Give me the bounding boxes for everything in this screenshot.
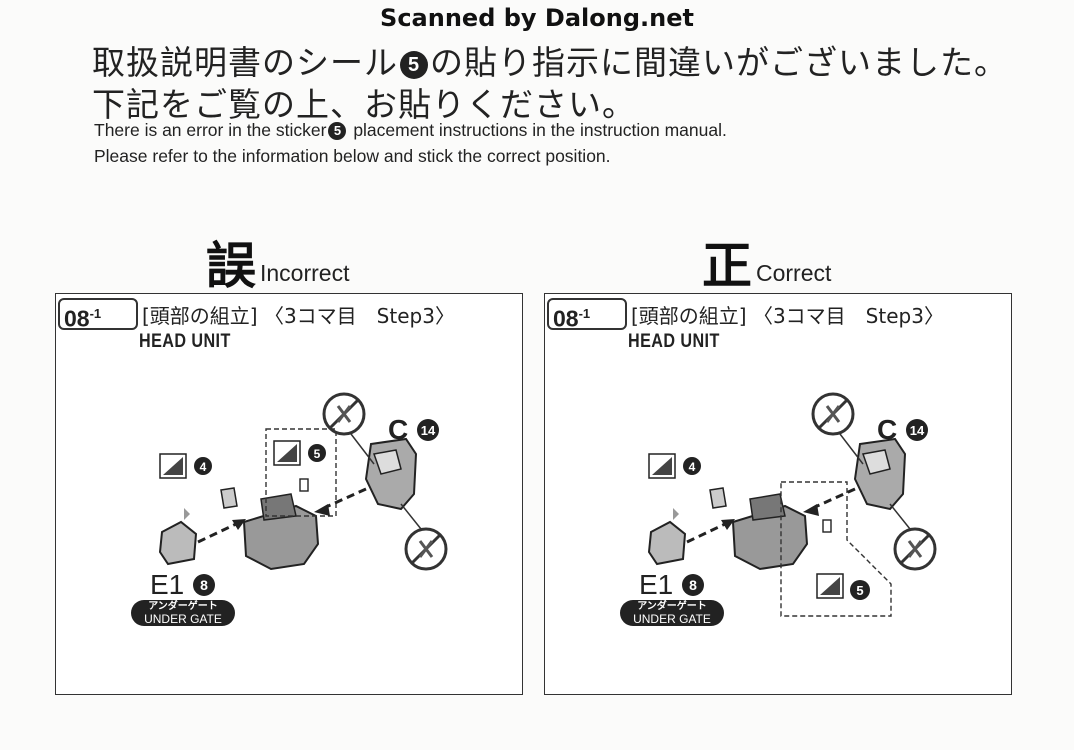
notice-en-line2: Please refer to the information below an…	[94, 146, 611, 166]
verdict-word: Correct	[756, 260, 832, 286]
step-number-main: 08	[64, 305, 90, 332]
part-c-label: C	[877, 414, 897, 445]
notice-jp-line2: 下記をご覧の上、お貼りください。	[92, 85, 636, 124]
step-number-sup: -1	[578, 306, 591, 321]
under-gate-jp: アンダーゲート	[637, 601, 707, 612]
step-number: 08-1	[58, 298, 138, 332]
sticker-b-number: 5	[314, 447, 321, 461]
step-title: [頭部の組立] 〈3コマ目 Step3〉	[142, 304, 455, 328]
step-subtitle: HEAD UNIT	[139, 331, 231, 352]
under-gate-tag: アンダーゲート UNDER GATE	[131, 600, 235, 626]
verdict-word: Incorrect	[260, 260, 350, 286]
scanner-credit: Scanned by Dalong.net	[380, 4, 694, 32]
step-number: 08-1	[547, 298, 627, 332]
under-gate-en: UNDER GATE	[633, 612, 711, 626]
part-c-label: C	[388, 414, 408, 445]
instruction-panel-correct: 08-1 [頭部の組立] 〈3コマ目 Step3〉 HEAD UNIT C 14	[544, 293, 1012, 695]
under-gate-jp: アンダーゲート	[148, 601, 218, 612]
notice-jp-line1-b: の貼り指示に間違いがございました。	[430, 43, 1008, 82]
sticker-placement-box	[780, 481, 892, 617]
notice-jp-line1-a: 取扱説明書のシール	[92, 43, 398, 82]
part-c14-shape	[853, 437, 907, 511]
part-e-label: E1	[639, 569, 673, 600]
prohibited-icon	[404, 527, 448, 571]
head-assembly-shape	[242, 493, 320, 571]
part-e-number: 8	[200, 577, 208, 593]
part-c-number-badge	[906, 419, 928, 441]
sticker-a-number: 4	[200, 460, 207, 474]
verdict-kanji: 正	[702, 237, 752, 295]
instruction-panel-incorrect: 08-1 [頭部の組立] 〈3コマ目 Step3〉 HEAD UNIT C 14	[55, 293, 523, 695]
step-number-main: 08	[553, 305, 579, 332]
prohibited-icon	[893, 527, 937, 571]
notice-en-line1-b: placement instructions in the instructio…	[348, 120, 727, 140]
step-number-sup: -1	[89, 306, 102, 321]
part-c-number: 14	[910, 423, 925, 438]
sticker-a-number: 4	[689, 460, 696, 474]
part-e-label: E1	[150, 569, 184, 600]
prohibited-icon	[811, 392, 855, 436]
head-assembly-shape	[731, 493, 809, 571]
part-e-number-badge	[193, 574, 215, 596]
sticker-b-number: 5	[856, 583, 863, 598]
under-gate-en: UNDER GATE	[144, 612, 222, 626]
sticker-number-badge-en: 5	[328, 122, 347, 140]
part-e1-shape	[647, 520, 687, 566]
part-e-number: 8	[689, 577, 697, 593]
step-subtitle: HEAD UNIT	[628, 331, 720, 352]
step-title: [頭部の組立] 〈3コマ目 Step3〉	[631, 304, 944, 328]
part-c-number: 14	[421, 423, 436, 438]
head-assembly-diagram: C 14 5 4 E1 8	[639, 392, 937, 617]
head-assembly-diagram: C 14 5 4 E1 8	[150, 392, 448, 600]
prohibited-icon	[322, 392, 366, 436]
sticker-placement-box	[265, 428, 337, 517]
part-c14-shape	[364, 437, 418, 511]
sticker-number-badge: 5	[400, 51, 428, 79]
part-e1-shape	[158, 520, 198, 566]
part-c-number-badge	[417, 419, 439, 441]
verdict-kanji: 誤	[206, 237, 256, 295]
under-gate-tag: アンダーゲート UNDER GATE	[620, 600, 724, 626]
part-e-number-badge	[682, 574, 704, 596]
notice-en-line1-a: There is an error in the sticker	[94, 120, 327, 140]
